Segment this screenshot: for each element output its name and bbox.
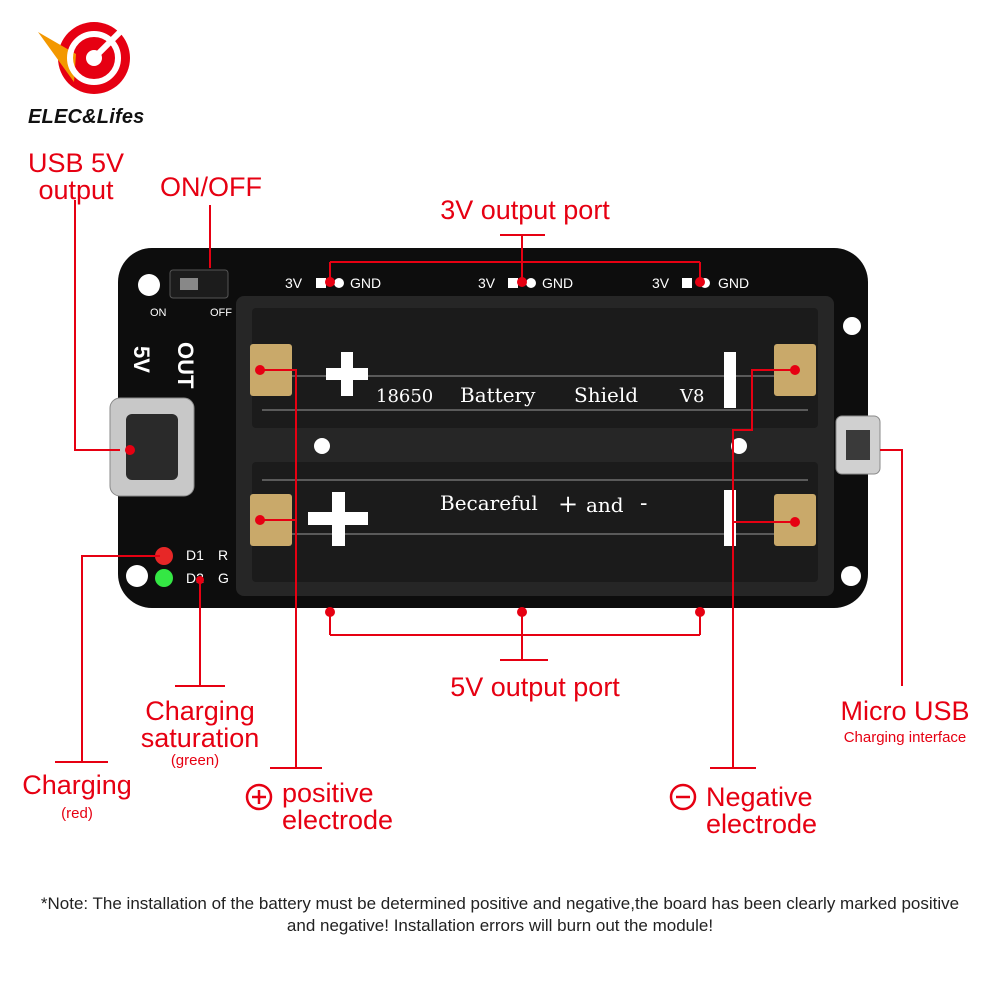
svg-text:5V: 5V xyxy=(282,609,300,625)
mount-hole xyxy=(126,565,148,587)
minus-marker xyxy=(724,352,736,408)
board-warning-plus: + xyxy=(558,490,578,518)
onoff-switch xyxy=(169,269,229,299)
onoff-label: ON/OFF xyxy=(160,172,262,202)
board-title: 18650 xyxy=(376,386,433,407)
positive-electrode-label: positive electrode xyxy=(282,778,394,835)
svg-text:OUT: OUT xyxy=(173,342,198,389)
port5v-label: 5V output port xyxy=(450,672,620,702)
svg-text:3V: 3V xyxy=(478,275,496,291)
charging-saturation-sublabel: (green) xyxy=(170,752,220,769)
board-title2: Battery xyxy=(460,383,536,407)
battery-slot-2 xyxy=(252,462,818,582)
installation-note: *Note: The installation of the battery m… xyxy=(40,894,960,935)
mount-hole xyxy=(843,317,861,335)
svg-text:GND: GND xyxy=(542,275,573,291)
charging-saturation-label: Charging saturation xyxy=(140,696,260,753)
svg-text:GND: GND xyxy=(350,275,381,291)
led-d2 xyxy=(155,569,173,587)
svg-text:GND: GND xyxy=(722,609,753,625)
led-d1 xyxy=(155,547,173,565)
svg-text:GND: GND xyxy=(718,275,749,291)
battery-slot-1 xyxy=(252,308,818,428)
brand-logo xyxy=(36,14,140,104)
board-warning-prefix: Becareful xyxy=(440,491,538,515)
charging-sublabel: (red) xyxy=(61,805,93,822)
svg-text:OFF: OFF xyxy=(210,307,232,319)
board-warning-minus: - xyxy=(640,491,647,516)
brand-name: ELEC&Lifes xyxy=(28,106,145,128)
mount-hole xyxy=(138,274,160,296)
svg-text:5V: 5V xyxy=(654,609,672,625)
mount-hole xyxy=(841,566,861,586)
svg-text:5V: 5V xyxy=(129,346,154,373)
svg-text:3V: 3V xyxy=(285,275,303,291)
svg-text:D1: D1 xyxy=(186,547,204,563)
board-warning-and: and xyxy=(586,493,624,517)
svg-text:GND: GND xyxy=(352,609,383,625)
charging-label: Charging xyxy=(22,770,132,800)
board-title3: Shield xyxy=(574,383,638,407)
micro-usb-label: Micro USB xyxy=(840,696,970,726)
svg-text:ON: ON xyxy=(150,307,167,319)
negative-symbol-icon xyxy=(668,782,698,812)
positive-symbol-icon xyxy=(244,782,274,812)
leader-lines xyxy=(55,200,903,769)
minus-marker xyxy=(724,490,736,546)
board-version: V8 xyxy=(679,386,704,407)
logo-icon xyxy=(38,18,134,94)
negative-electrode-label: Negative electrode xyxy=(706,782,818,839)
svg-text:3V: 3V xyxy=(652,275,670,291)
port3v-label: 3V output port xyxy=(440,195,610,225)
svg-text:GND: GND xyxy=(545,609,576,625)
micro-usb-sublabel: Charging interface xyxy=(843,729,967,746)
svg-text:5V: 5V xyxy=(478,609,496,625)
svg-text:G: G xyxy=(218,570,229,586)
usb5v-label: USB 5V output xyxy=(27,148,125,205)
svg-text:R: R xyxy=(218,547,228,563)
